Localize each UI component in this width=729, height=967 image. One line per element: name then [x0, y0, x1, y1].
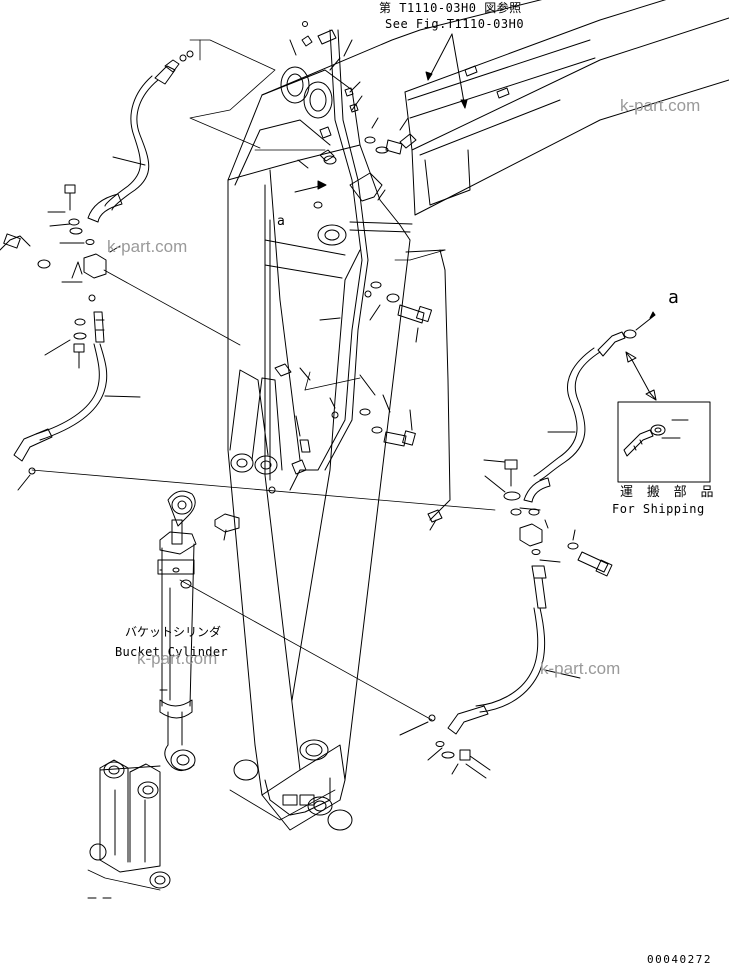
watermark: k-part.com	[137, 649, 218, 668]
leader-lines	[32, 40, 495, 890]
bucket-link	[88, 760, 170, 898]
shipping-detail-box	[618, 352, 710, 482]
bucket-cylinder-label-japanese: バケットシリンダ	[125, 625, 222, 639]
callout-a-label: a	[277, 214, 285, 229]
shipping-note-english: For Shipping	[612, 502, 705, 516]
drawing-number: 00040272	[647, 953, 712, 966]
shipping-note-japanese: 運 搬 部 品	[620, 485, 717, 500]
arm-tip-pins	[234, 760, 352, 830]
watermark: k-part.com	[107, 237, 188, 256]
arm-fittings	[215, 22, 445, 541]
bucket-cylinder-label-english: Bucket Cylinder	[115, 645, 228, 659]
arrow-to-a-label: a	[668, 287, 679, 308]
boom-structure	[262, 0, 729, 232]
right-hose-assembly	[400, 312, 655, 778]
watermark: k-part.com	[620, 96, 701, 115]
arm-tubes	[270, 30, 450, 700]
reference-arrows	[295, 34, 467, 192]
bucket-cylinder	[158, 491, 196, 770]
left-hose-assembly	[0, 51, 193, 490]
reference-note-japanese: 第 T1110-03H0 図参照	[379, 1, 522, 15]
reference-note-english: See Fig.T1110-03H0	[385, 17, 525, 31]
watermark: k-part.com	[540, 659, 621, 678]
